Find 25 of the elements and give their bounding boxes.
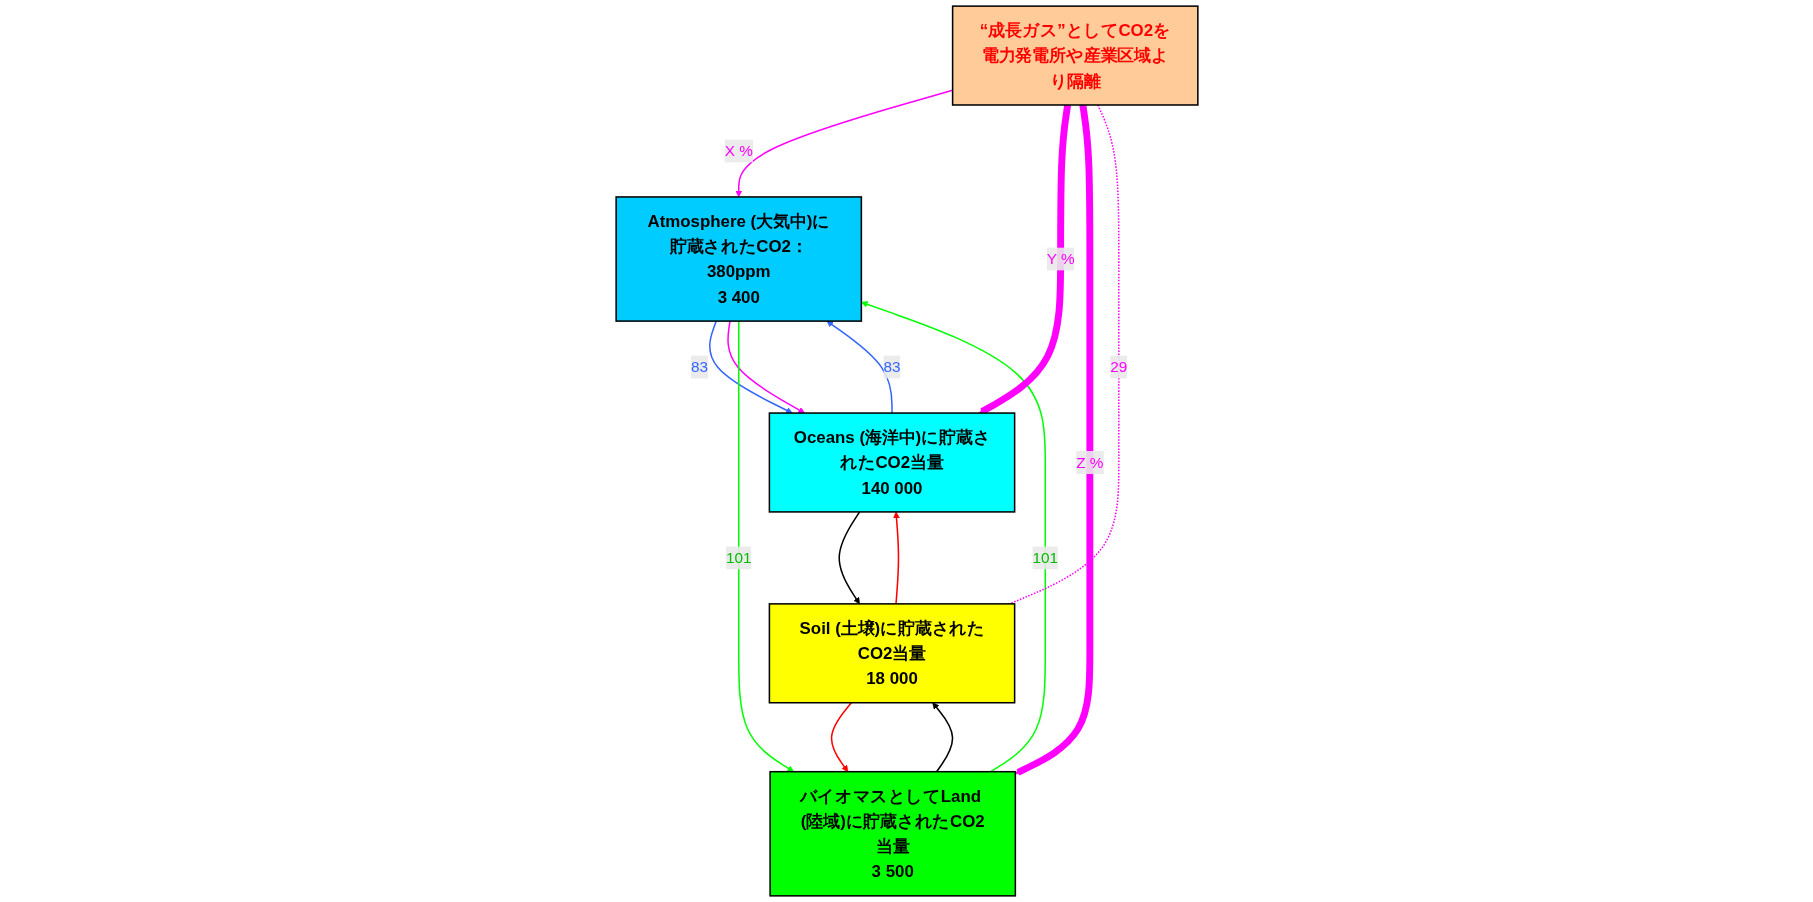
arrow <box>978 104 1071 415</box>
arrow <box>1014 104 1093 776</box>
node-box: Oceans (海洋中)に貯蔵されたCO2当量 140 000 <box>768 412 1015 513</box>
edge-label: 101 <box>725 549 752 567</box>
edge-label: Y % <box>1046 250 1075 268</box>
node-box: Atmosphere (大気中)に貯蔵されたCO2：380ppm 3 400 <box>614 196 862 322</box>
node-box: Soil (土壌)に貯蔵されたCO2当量 18 000 <box>768 603 1015 704</box>
edge-label: 83 <box>690 358 708 376</box>
arrow <box>826 320 893 414</box>
node-box: バイオマスとしてLand (陸域)に貯蔵されたCO2当量 3 500 <box>768 770 1016 897</box>
node-box: “成長ガス”としてCO2を電力発電所や産業区域より隔離 <box>951 5 1199 106</box>
arrow <box>830 701 852 772</box>
edge-label: 83 <box>882 358 901 376</box>
arrow <box>737 320 794 772</box>
edge-label: 101 <box>1032 549 1058 567</box>
edge-label: X % <box>724 142 753 160</box>
edge-label: 29 <box>1109 358 1127 376</box>
arrow <box>734 89 953 198</box>
edge-label: Z % <box>1075 454 1103 471</box>
arrow <box>708 320 793 414</box>
arrow <box>726 320 805 414</box>
arrow <box>931 702 953 773</box>
arrow <box>837 511 860 605</box>
arrow <box>892 511 900 605</box>
arrow <box>860 301 1046 773</box>
